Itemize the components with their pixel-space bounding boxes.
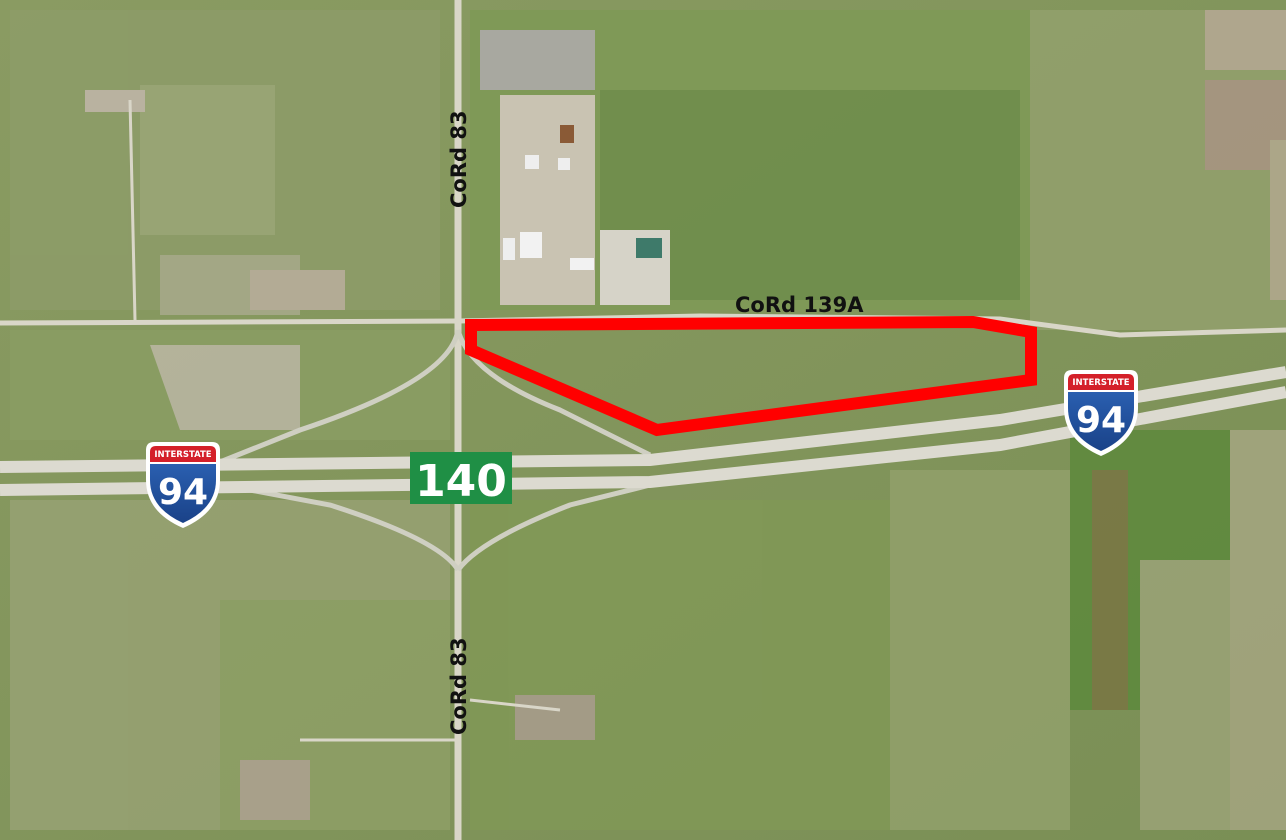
shield-number: 94	[1076, 400, 1126, 441]
road-label-cord83-south: CoRd 83	[447, 637, 471, 735]
interstate-94-highway	[0, 366, 1286, 496]
interchange-ramps	[219, 329, 652, 572]
exit-number: 140	[415, 456, 507, 507]
interstate-shield-icon: INTERSTATE 94	[146, 442, 220, 528]
facility-lots	[85, 30, 670, 820]
shield-banner: INTERSTATE	[154, 450, 211, 460]
shield-banner: INTERSTATE	[1072, 378, 1129, 388]
shield-number: 94	[158, 472, 208, 513]
road-label-cord83-north: CoRd 83	[447, 110, 471, 208]
road-label-cord139a: CoRd 139A	[735, 293, 864, 317]
interstate-shield-icon: INTERSTATE 94	[1064, 370, 1138, 456]
exit-sign-icon: 140	[410, 452, 512, 507]
parcel-outline[interactable]	[465, 315, 1037, 437]
